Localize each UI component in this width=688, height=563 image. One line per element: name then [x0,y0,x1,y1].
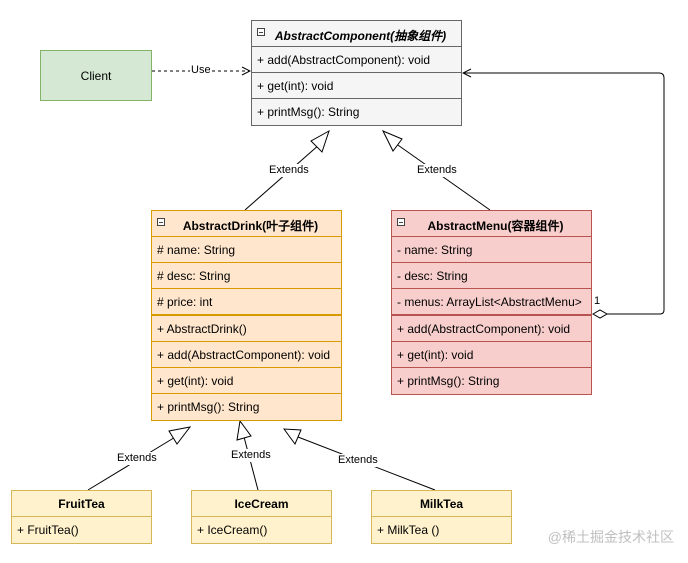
collapse-icon[interactable] [157,218,165,226]
milktea-class[interactable]: MilkTea + MilkTea () [371,490,512,544]
class-title: IceCream [234,497,289,511]
class-header: AbstractComponent(抽象组件) [252,21,461,47]
drink-extends-line [244,143,321,211]
menu-extends-arrowhead [381,130,403,152]
class-member: + printMsg(): String [257,105,360,119]
class-member: + printMsg(): String [157,400,260,414]
client-label: Client [80,68,112,83]
collapse-icon[interactable] [397,218,405,226]
class-member: + MilkTea () [377,523,440,537]
class-member: + FruitTea() [17,523,79,537]
class-member: - desc: String [392,263,591,289]
icecream-extends-label: Extends [230,449,272,462]
class-member: - name: String [392,237,591,263]
abstract-drink-class[interactable]: AbstractDrink(叶子组件) # name: String # des… [151,210,342,421]
collapse-icon[interactable] [257,28,265,36]
fruittea-class[interactable]: FruitTea + FruitTea() [11,490,152,544]
fruittea-extends-label: Extends [116,452,158,465]
drink-extends-arrowhead [310,129,330,153]
class-member: # price: int [152,289,341,316]
class-member: + add(AbstractComponent): void [252,47,461,73]
menu-extends-label: Extends [416,164,458,177]
class-title: AbstractMenu(容器组件) [427,219,564,233]
watermark: @稀土掘金技术社区 [547,529,674,545]
class-member: - menus: ArrayList<AbstractMenu> [392,289,591,316]
abstract-menu-class[interactable]: AbstractMenu(容器组件) - name: String - desc… [391,210,592,395]
class-member: + get(int): void [392,342,591,368]
class-title: FruitTea [58,497,105,511]
icecream-extends-line [243,436,259,491]
class-header: MilkTea [372,491,511,517]
use-label: Use [190,64,212,77]
fruittea-extends-arrowhead [168,426,192,445]
aggregation-diamond [591,309,609,319]
class-header: AbstractDrink(叶子组件) [152,211,341,237]
class-title: AbstractComponent(抽象组件) [274,29,447,43]
icecream-class[interactable]: IceCream + IceCream() [191,490,332,544]
multiplicity-label: 1 [594,295,601,307]
milktea-extends-arrowhead [282,428,302,446]
drink-extends-label: Extends [268,164,310,177]
class-header: AbstractMenu(容器组件) [392,211,591,237]
milktea-extends-label: Extends [337,454,379,467]
class-member: + printMsg(): String [397,374,500,388]
class-member: + add(AbstractComponent): void [152,342,341,368]
class-member: # desc: String [152,263,341,289]
client-box[interactable]: Client [40,50,152,101]
abstract-component-class[interactable]: AbstractComponent(抽象组件) + add(AbstractCo… [251,20,462,126]
class-member: + get(int): void [152,368,341,394]
class-header: FruitTea [12,491,151,517]
class-member: + get(int): void [252,73,461,99]
class-member: + add(AbstractComponent): void [392,316,591,342]
class-title: MilkTea [419,497,464,511]
class-member: + AbstractDrink() [152,316,341,342]
class-title: AbstractDrink(叶子组件) [182,219,319,233]
class-header: IceCream [192,491,331,517]
class-member: + IceCream() [197,523,268,537]
icecream-extends-arrowhead [236,419,252,441]
class-member: # name: String [152,237,341,263]
aggregation-line [463,73,665,315]
